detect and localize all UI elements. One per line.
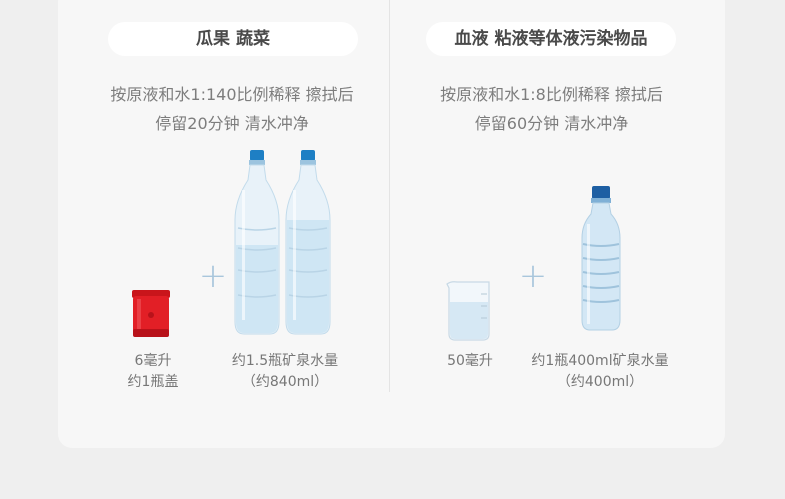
small-bottle-caption: 约1瓶400ml矿泉水量 （约400ml） bbox=[525, 351, 675, 393]
fruit-vegetable-instruction: 按原液和水1:140比例稀释 擦拭后 停留20分钟 清水冲净 bbox=[82, 80, 382, 138]
water-volume-label: （约840ml） bbox=[241, 374, 329, 390]
panel-divider bbox=[389, 0, 390, 392]
body-fluid-title: 血液 粘液等体液污染物品 bbox=[426, 22, 676, 56]
small-water-bottle-icon bbox=[581, 186, 621, 331]
water-amount-label: 约1.5瓶矿泉水量 bbox=[231, 353, 339, 369]
cap-volume-label: 6毫升 bbox=[134, 353, 172, 369]
red-bottle-cap-icon bbox=[132, 290, 170, 337]
instruction-line-2: 停留60分钟 清水冲净 bbox=[474, 114, 629, 133]
instruction-line-1: 按原液和水1:140比例稀释 擦拭后 bbox=[110, 85, 354, 104]
beaker-volume-label: 50毫升 bbox=[447, 353, 493, 369]
water-bottle-icon bbox=[285, 150, 331, 335]
bottle-cap-caption: 6毫升 约1瓶盖 bbox=[110, 351, 196, 393]
fruit-vegetable-title: 瓜果 蔬菜 bbox=[108, 22, 358, 56]
water-volume-label: （约400ml） bbox=[556, 374, 644, 390]
bottle-water-caption: 约1.5瓶矿泉水量 （约840ml） bbox=[215, 351, 355, 393]
instruction-line-1: 按原液和水1:8比例稀释 擦拭后 bbox=[440, 85, 663, 104]
instruction-line-2: 停留20分钟 清水冲净 bbox=[155, 114, 309, 133]
cap-amount-label: 约1瓶盖 bbox=[127, 374, 179, 390]
water-amount-label: 约1瓶400ml矿泉水量 bbox=[531, 353, 669, 369]
water-bottle-icon bbox=[234, 150, 280, 335]
plus-sign-right: + bbox=[518, 256, 548, 296]
beaker-caption: 50毫升 bbox=[430, 351, 510, 372]
body-fluid-instruction: 按原液和水1:8比例稀释 擦拭后 停留60分钟 清水冲净 bbox=[404, 80, 699, 138]
measuring-beaker-icon bbox=[446, 281, 490, 341]
plus-sign-left: + bbox=[198, 256, 228, 296]
